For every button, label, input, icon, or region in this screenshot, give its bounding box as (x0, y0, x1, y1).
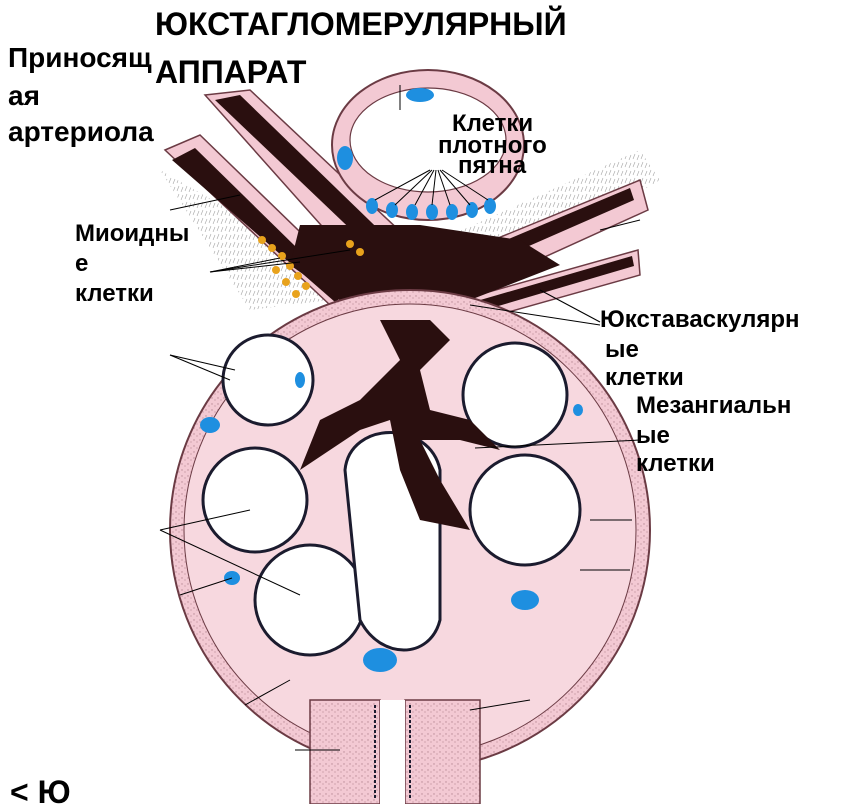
label-juxtavascular-cells-2: ые (605, 338, 639, 362)
label-mesangial-cells-1: Мезангиальн (636, 394, 791, 418)
bottom-text-fragment: < Ю (10, 776, 71, 808)
diagram-title-line1: ЮКСТАГЛОМЕРУЛЯРНЫЙ (155, 8, 567, 40)
nucleus (337, 146, 353, 170)
proximal-tubule (310, 700, 480, 804)
label-afferent-arteriole-2: ая (8, 82, 40, 110)
label-juxtavascular-cells-1: Юкставаскулярн (600, 308, 799, 332)
label-myoid-cells-2: е (75, 252, 88, 276)
label-mesangial-cells-2: ые (636, 424, 670, 448)
label-macula-densa-3: пятна (458, 154, 526, 178)
label-afferent-arteriole-3: артериола (8, 118, 154, 146)
label-myoid-cells-1: Миоидны (75, 222, 189, 246)
label-mesangial-cells-3: клетки (636, 452, 715, 476)
label-myoid-cells-3: клетки (75, 282, 154, 306)
label-afferent-arteriole-1: Приносящ (8, 44, 152, 72)
label-juxtavascular-cells-3: клетки (605, 366, 684, 390)
nucleus (406, 88, 434, 102)
diagram-title-line2: АППАРАТ (155, 56, 306, 88)
